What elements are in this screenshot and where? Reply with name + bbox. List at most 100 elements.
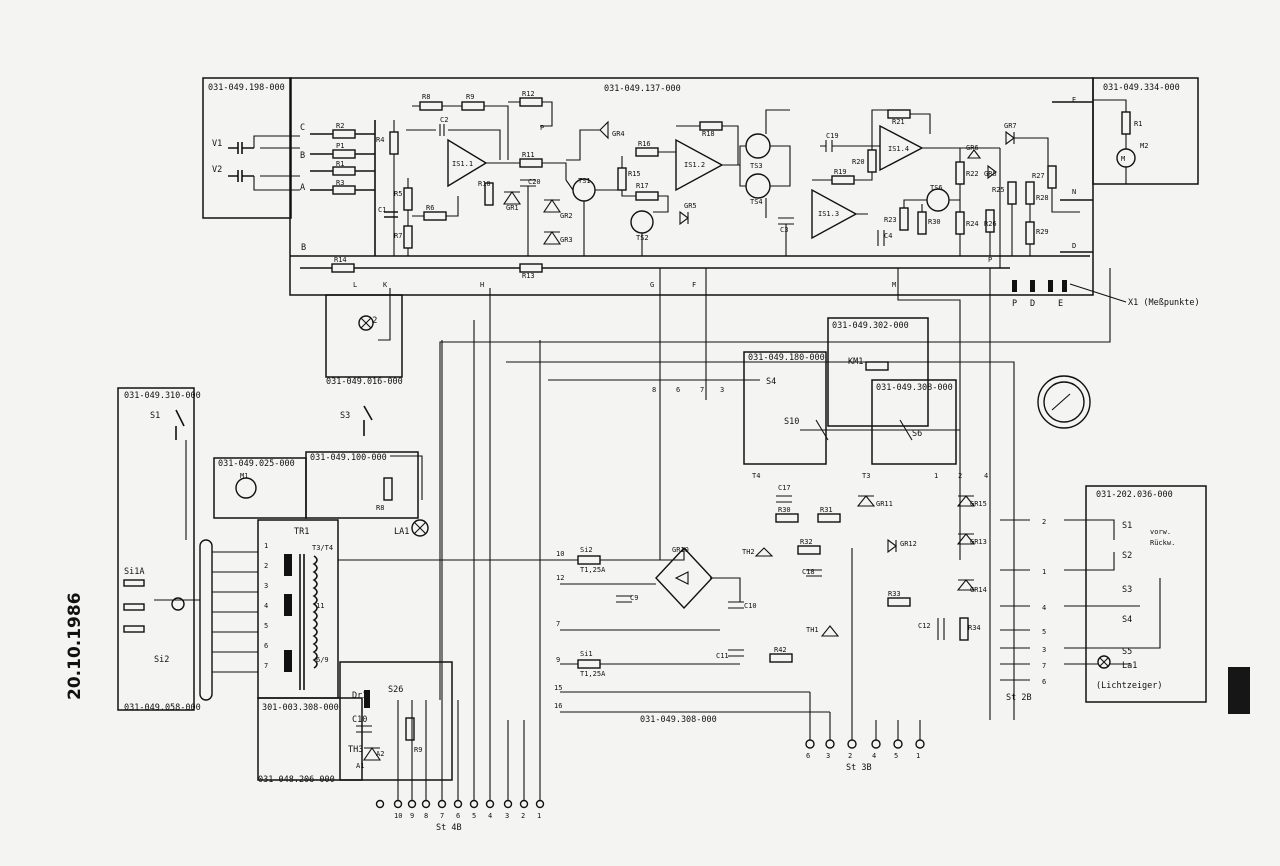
svg-text:GR8: GR8: [984, 170, 997, 178]
svg-text:IS1.2: IS1.2: [684, 161, 705, 169]
svg-text:Si2: Si2: [154, 655, 169, 665]
svg-text:8: 8: [652, 386, 656, 394]
svg-text:M: M: [1121, 155, 1125, 163]
svg-text:IS1.1: IS1.1: [452, 160, 473, 168]
svg-text:5: 5: [264, 622, 268, 630]
svg-text:2: 2: [1042, 518, 1046, 526]
svg-text:GR2: GR2: [560, 212, 573, 220]
svg-text:R4: R4: [376, 136, 384, 144]
svg-text:GR7: GR7: [1004, 122, 1017, 130]
svg-text:031-049.308-000: 031-049.308-000: [876, 383, 953, 393]
svg-text:Si1: Si1: [580, 650, 593, 658]
svg-text:S6: S6: [912, 429, 922, 439]
svg-text:R22: R22: [966, 170, 979, 178]
svg-text:R9: R9: [466, 93, 474, 101]
svg-text:St 2B: St 2B: [1006, 693, 1032, 703]
svg-text:P: P: [988, 256, 992, 264]
svg-text:031-049.025-000: 031-049.025-000: [218, 459, 295, 469]
svg-text:2: 2: [521, 812, 525, 820]
svg-text:2: 2: [848, 752, 852, 760]
svg-text:6: 6: [676, 386, 680, 394]
power-supply-section: La2 031-049.016-000 031-049.310-000 S1 S…: [117, 294, 560, 785]
svg-text:031-049.058-000: 031-049.058-000: [124, 703, 201, 713]
svg-text:Si1A: Si1A: [124, 567, 144, 577]
svg-text:R24: R24: [966, 220, 979, 228]
svg-text:031-049.308-000: 031-049.308-000: [640, 715, 717, 725]
svg-text:R10: R10: [478, 180, 491, 188]
svg-text:R34: R34: [968, 624, 981, 632]
svg-text:C1: C1: [378, 206, 386, 214]
svg-text:R3: R3: [336, 179, 344, 187]
svg-text:C18: C18: [802, 568, 815, 576]
svg-text:S3: S3: [340, 411, 350, 421]
scan-marker: [1228, 667, 1250, 714]
svg-text:S1: S1: [150, 411, 160, 421]
svg-text:4: 4: [488, 812, 492, 820]
svg-text:R1: R1: [336, 160, 344, 168]
svg-text:R28: R28: [1036, 194, 1049, 202]
svg-text:4: 4: [264, 602, 268, 610]
svg-text:GR13: GR13: [970, 538, 987, 546]
svg-text:R27: R27: [1032, 172, 1045, 180]
svg-text:M: M: [892, 281, 896, 289]
svg-text:4: 4: [984, 472, 988, 480]
svg-text:6: 6: [264, 642, 268, 650]
svg-text:7: 7: [264, 662, 268, 670]
svg-text:4: 4: [1042, 604, 1046, 612]
svg-text:7: 7: [440, 812, 444, 820]
svg-text:R21: R21: [892, 118, 905, 126]
svg-text:R18: R18: [702, 130, 715, 138]
svg-text:6: 6: [1042, 678, 1046, 686]
svg-text:R12: R12: [522, 90, 535, 98]
svg-text:GR4: GR4: [612, 130, 625, 138]
svg-text:8: 8: [424, 812, 428, 820]
svg-text:TS6: TS6: [930, 184, 943, 192]
svg-text:7: 7: [1042, 662, 1046, 670]
svg-text:R14: R14: [334, 256, 347, 264]
date-stamp: 20.10.1986: [65, 592, 85, 700]
svg-text:P: P: [540, 124, 544, 132]
svg-text:LA1: LA1: [394, 527, 409, 537]
svg-text:G: G: [650, 281, 654, 289]
svg-text:R9: R9: [414, 746, 422, 754]
svg-text:R33: R33: [888, 590, 901, 598]
svg-text:R25: R25: [992, 186, 1005, 194]
svg-text:R16: R16: [638, 140, 651, 148]
svg-text:15: 15: [554, 684, 562, 692]
svg-text:R17: R17: [636, 182, 649, 190]
interconnect-wiring: [154, 268, 1111, 720]
svg-text:GR1: GR1: [506, 204, 519, 212]
svg-text:V2: V2: [212, 165, 222, 175]
svg-text:IS1.4: IS1.4: [888, 145, 909, 153]
svg-text:3: 3: [720, 386, 724, 394]
svg-text:A2: A2: [376, 750, 384, 758]
svg-text:TH3: TH3: [348, 745, 363, 755]
svg-text:R5: R5: [394, 190, 402, 198]
svg-text:GR10: GR10: [672, 546, 689, 554]
connector-st4b: 10 9 8 7 6 5 4 3 2 1 St 4B: [375, 288, 545, 833]
svg-text:P: P: [1012, 299, 1017, 309]
svg-text:R2: R2: [336, 122, 344, 130]
svg-text:R11: R11: [522, 151, 535, 159]
svg-text:2: 2: [264, 562, 268, 570]
svg-text:A1: A1: [356, 762, 364, 770]
svg-text:R15: R15: [628, 170, 641, 178]
svg-text:N: N: [1072, 188, 1076, 196]
svg-text:031-202.036-000: 031-202.036-000: [1096, 490, 1173, 500]
svg-text:R32: R32: [800, 538, 813, 546]
svg-text:1: 1: [537, 812, 541, 820]
svg-text:T3/T4: T3/T4: [312, 544, 333, 552]
svg-text:3: 3: [826, 752, 830, 760]
svg-text:031-049.180-000: 031-049.180-000: [748, 353, 825, 363]
svg-text:TS4: TS4: [750, 198, 763, 206]
svg-text:5: 5: [472, 812, 476, 820]
svg-text:3: 3: [264, 582, 268, 590]
right-switch-panel: 031-202.036-000 S1 S2 vorw. Rückw. S3 S4…: [1064, 485, 1207, 703]
svg-text:S4: S4: [1122, 615, 1132, 625]
module-label: 031-049.334-000: [1103, 83, 1180, 93]
svg-text:301-003.308-000: 301-003.308-000: [262, 703, 339, 713]
svg-text:M1: M1: [240, 472, 248, 480]
svg-text:C20: C20: [528, 178, 541, 186]
svg-text:B: B: [301, 243, 306, 253]
